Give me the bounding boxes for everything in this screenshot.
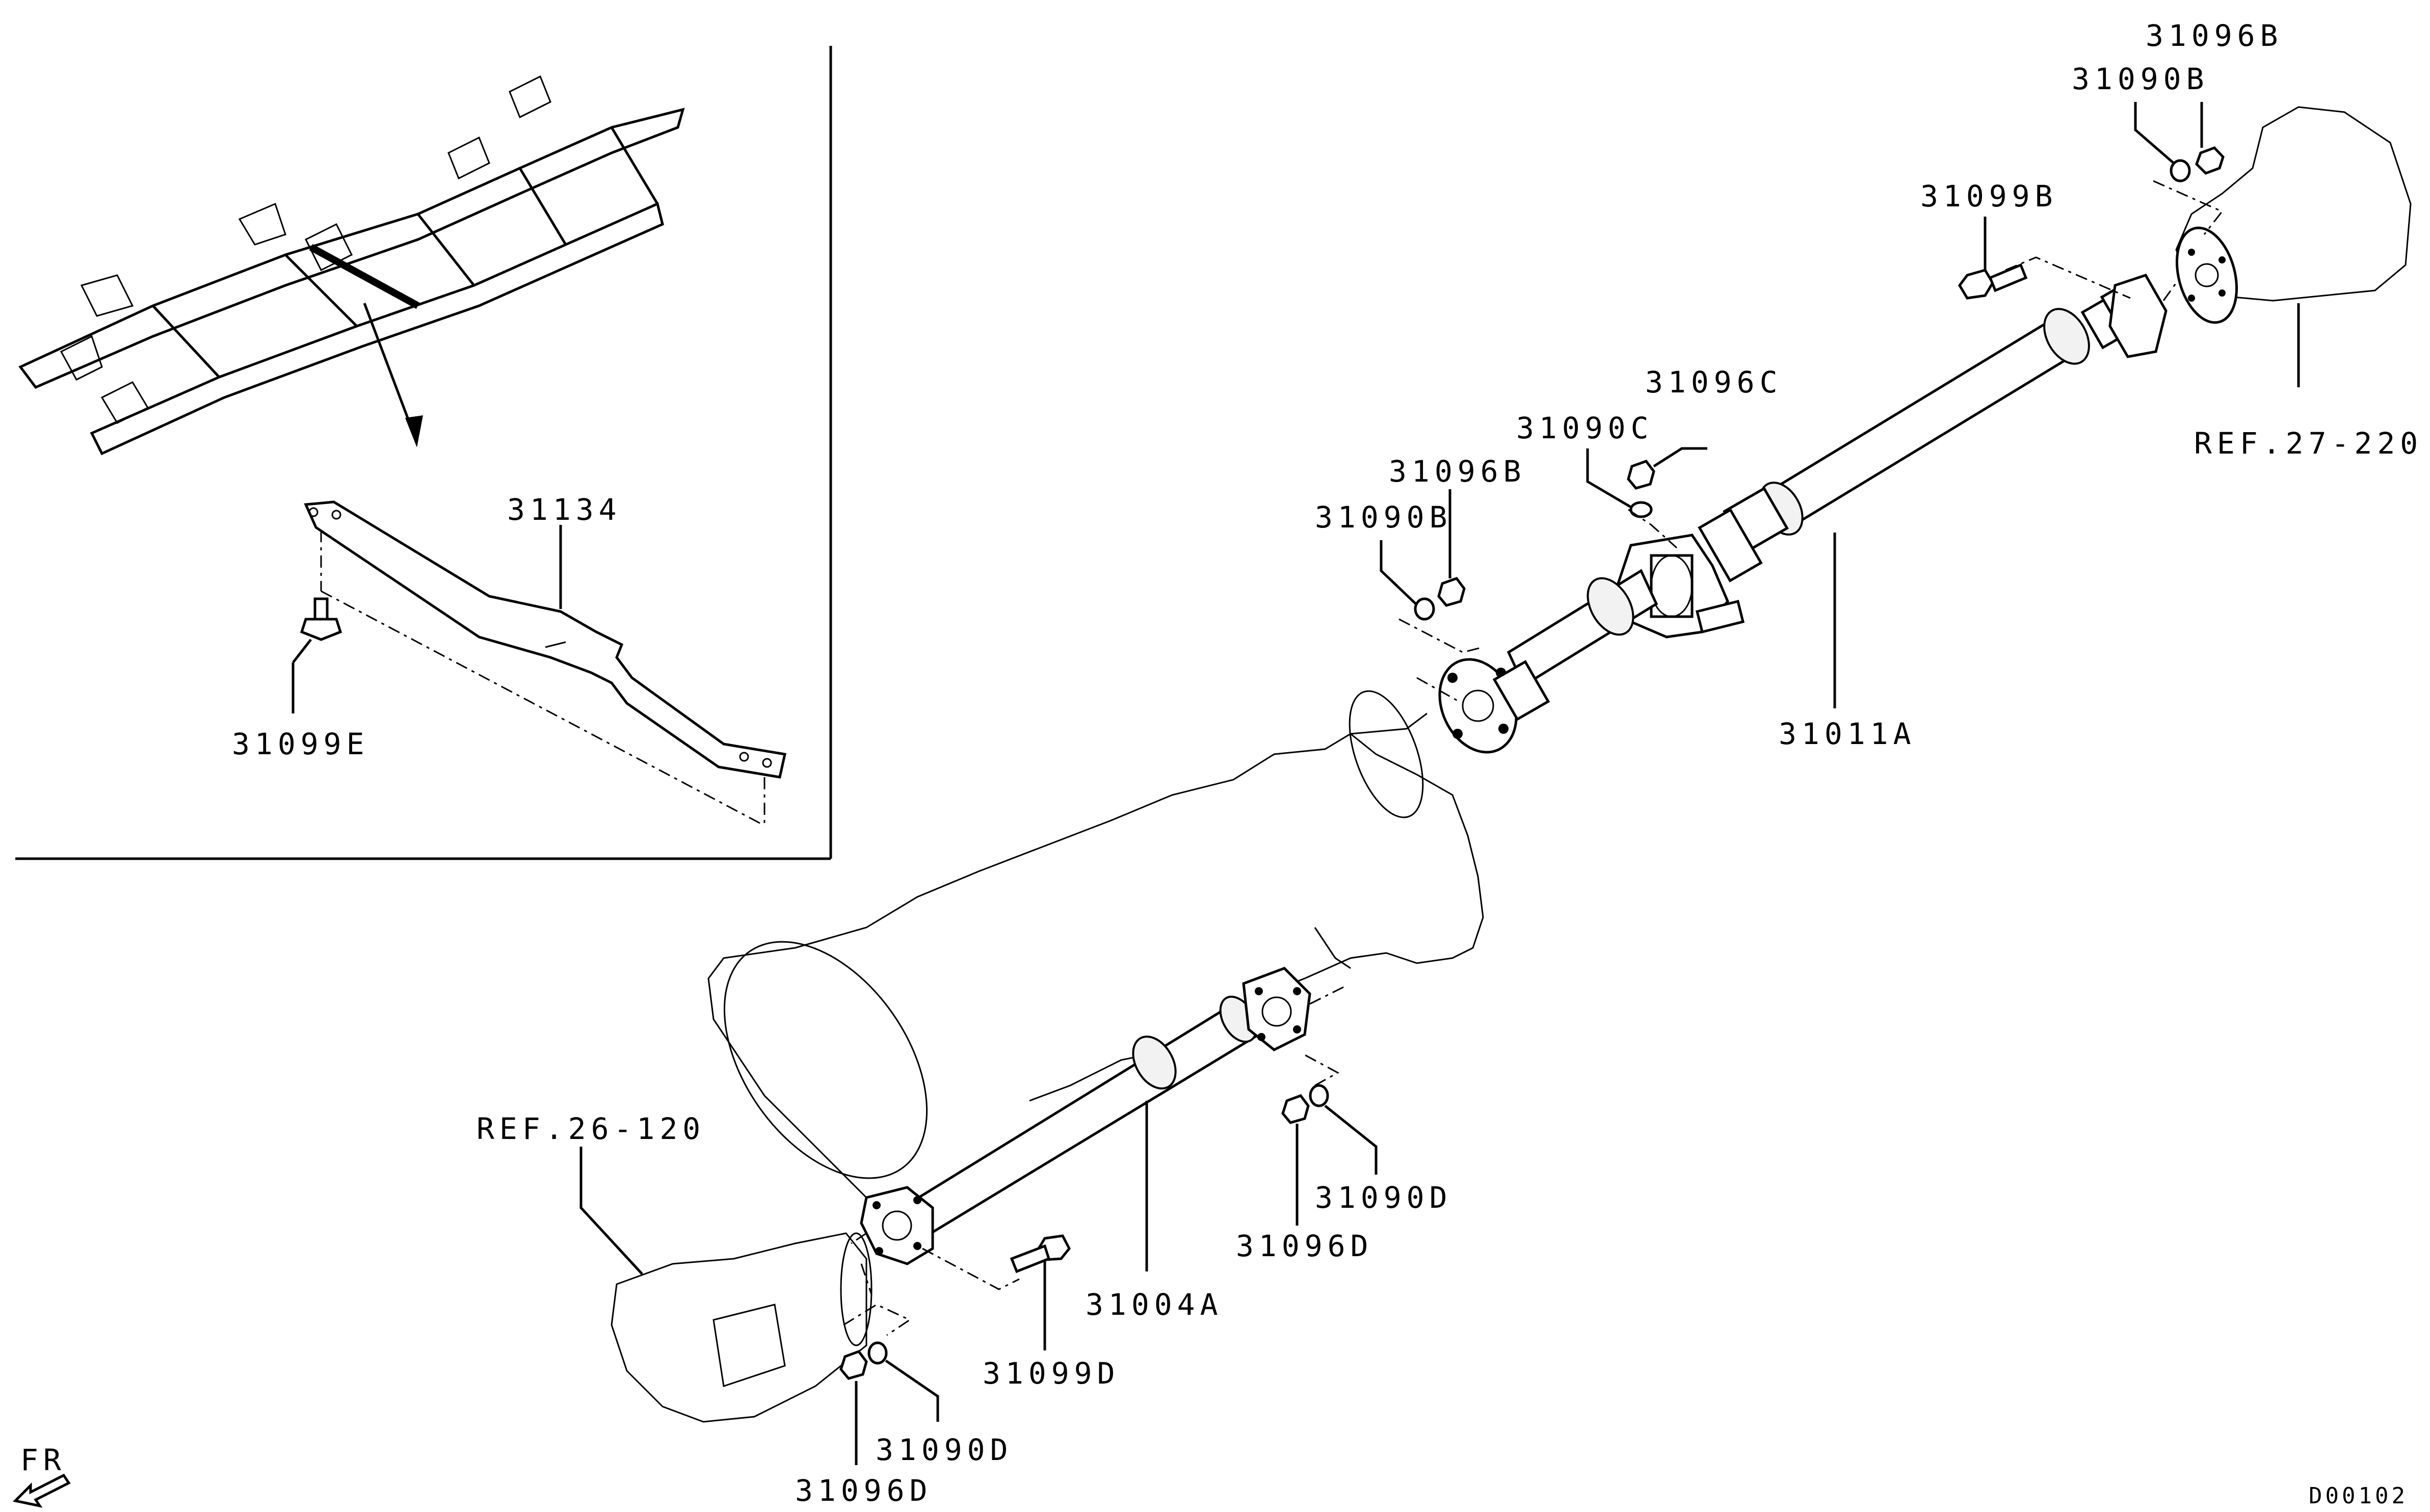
label-31099E: 31099E xyxy=(232,727,369,761)
nut-31096D-right-icon xyxy=(1281,1094,1310,1124)
part-labels: 31096B 31090B 31099B 31096C 31090C 31096… xyxy=(477,18,2423,1508)
washer-31090D-right-icon xyxy=(1309,1084,1329,1107)
label-31096B-mid: 31096B xyxy=(1389,454,1526,489)
label-31090C: 31090C xyxy=(1516,411,1654,445)
label-31090B-mid: 31090B xyxy=(1315,500,1452,535)
label-31011A: 31011A xyxy=(1779,717,1916,751)
nut-31096C-icon xyxy=(1627,460,1655,490)
center-universal-joint xyxy=(1698,487,1789,582)
label-31134: 31134 xyxy=(507,492,622,527)
front-direction-indicator: FR xyxy=(12,1443,71,1508)
front-propeller-shaft xyxy=(860,967,1311,1271)
bolt-31099B-icon xyxy=(1958,263,2028,300)
detail-arrow xyxy=(363,303,417,439)
label-31090D-bottom: 31090D xyxy=(876,1433,1013,1467)
label-31096D-right: 31096D xyxy=(1236,1229,1374,1263)
front-shaft-front-flange xyxy=(860,1186,934,1265)
label-31090B-top: 31090B xyxy=(2072,62,2209,96)
rear-shaft-tube xyxy=(1766,316,2081,527)
washer-31090C-icon xyxy=(1629,501,1653,518)
label-31099D: 31099D xyxy=(983,1356,1120,1391)
front-shaft-tube xyxy=(900,1002,1261,1240)
label-31090D-right: 31090D xyxy=(1315,1180,1452,1215)
label-31099B: 31099B xyxy=(1920,179,2058,214)
reinforcement-bracket xyxy=(304,500,787,827)
label-31004A: 31004A xyxy=(1086,1287,1223,1322)
reinforcement-location-mark xyxy=(309,244,420,309)
rear-differential-outline xyxy=(2175,106,2412,324)
bolt-31099D-icon xyxy=(1010,1234,1071,1274)
leader-lines xyxy=(579,102,2300,1465)
washer-31090B-mid-icon xyxy=(1414,597,1435,621)
assembly-lines xyxy=(843,180,2224,1336)
washer-31090B-top-icon xyxy=(2170,159,2191,182)
rear-diff-flange xyxy=(2175,226,2238,324)
label-ref-26-120: REF.26-120 xyxy=(477,1111,705,1146)
nut-31096B-mid-icon xyxy=(1437,577,1466,607)
label-31096D-bottom: 31096D xyxy=(795,1473,933,1508)
rear-universal-joint xyxy=(2080,273,2168,358)
bolt-31099E-icon xyxy=(292,597,342,713)
diagram-code: D00102 xyxy=(2309,1483,2408,1509)
front-shaft-rear-flange xyxy=(1242,967,1311,1051)
front-arrow-icon xyxy=(12,1473,71,1508)
label-31096B-top: 31096B xyxy=(2146,18,2283,53)
front-differential-outline xyxy=(611,1232,873,1423)
chassis-frame-drawing xyxy=(18,75,685,456)
washer-31090D-bottom-icon xyxy=(867,1341,888,1365)
inset-panel: 31134 31099E xyxy=(15,46,832,860)
front-direction-label: FR xyxy=(20,1443,66,1477)
nut-31096D-bottom-icon xyxy=(839,1350,868,1380)
label-31096C: 31096C xyxy=(1645,365,1783,400)
rear-shaft-front-tube xyxy=(1507,569,1658,687)
label-ref-27-220: REF.27-220 xyxy=(2194,426,2423,461)
rear-shaft-front-flange xyxy=(1438,658,1550,754)
nut-31096B-top-icon xyxy=(2195,146,2225,175)
rear-propeller-shaft xyxy=(1438,273,2168,754)
transmission-rear-face xyxy=(1349,690,1424,818)
arrow-head-icon xyxy=(405,415,423,447)
